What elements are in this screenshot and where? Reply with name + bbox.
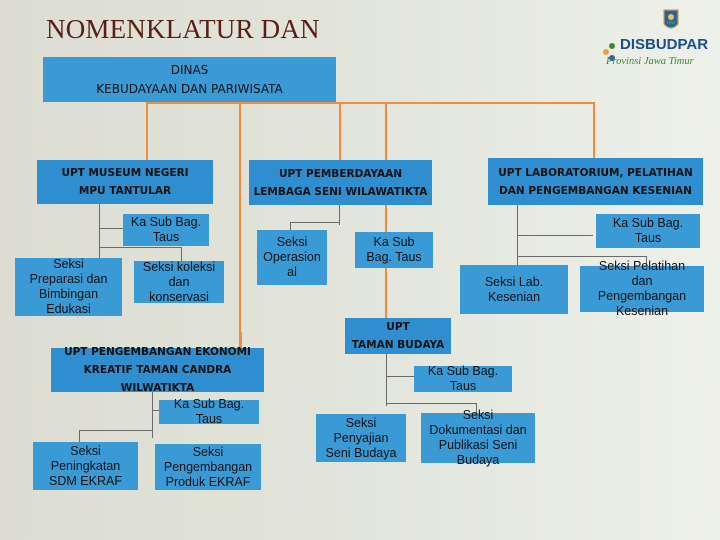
ekonomi-ka-sub-box: Ka Sub Bag. Taus	[159, 397, 259, 426]
connector-line	[152, 392, 153, 438]
flower-icon	[603, 43, 615, 61]
taman-seksi-dokumentasi-box: Seksi Dokumentasi dan Publikasi Seni Bud…	[421, 408, 535, 467]
connector-line	[290, 222, 340, 223]
laboratorium-seksi-pelatihan-box: Seksi Pelatihan dan Pengembangan Kesenia…	[580, 259, 704, 318]
disbudpar-logo: DISBUDPAR Provinsi Jawa Timur	[598, 6, 714, 70]
laboratorium-ka-sub-box: Ka Sub Bag. Taus	[596, 214, 700, 248]
connector-line	[239, 332, 242, 348]
connector-line	[99, 247, 181, 248]
pemberdayaan-seksi-operasional-box: Seksi Operasion al	[257, 230, 327, 285]
connector-line	[99, 204, 100, 258]
connector-line	[79, 430, 153, 431]
connector-line	[181, 247, 182, 261]
connector-line	[146, 102, 148, 160]
connector-line	[386, 376, 414, 377]
connector-line	[476, 403, 477, 413]
connector-line	[385, 102, 387, 318]
connector-line	[339, 205, 340, 225]
connector-line	[290, 222, 291, 230]
connector-line	[593, 102, 595, 160]
upt-museum-box: UPT MUSEUM NEGERI MPU TANTULAR	[37, 160, 213, 204]
connector-line	[99, 228, 123, 229]
root-dinas-box: DINAS KEBUDAYAAN DAN PARIWISATA	[43, 57, 336, 102]
connector-line	[146, 102, 594, 104]
logo-subtitle: Provinsi Jawa Timur	[605, 56, 695, 67]
connector-line	[339, 102, 341, 160]
connector-line	[386, 403, 476, 404]
museum-seksi-preparasi-box: Seksi Preparasi dan Bimbingan Edukasi	[15, 257, 122, 316]
connector-line	[517, 256, 646, 257]
museum-seksi-koleksi-box: Seksi koleksi dan konservasi	[134, 260, 224, 304]
connector-line	[79, 430, 80, 442]
laboratorium-seksi-lab-box: Seksi Lab. Kesenian	[460, 265, 568, 314]
taman-ka-sub-box: Ka Sub Bag. Taus	[414, 364, 512, 393]
ekonomi-seksi-produk-box: Seksi Pengembangan Produk EKRAF	[155, 444, 261, 490]
upt-laboratorium-box: UPT LABORATORIUM, PELATIHAN DAN PENGEMBA…	[488, 158, 703, 205]
museum-ka-sub-box: Ka Sub Bag. Taus	[123, 214, 209, 246]
connector-line	[239, 102, 241, 334]
upt-taman-budaya-box: UPT TAMAN BUDAYA	[345, 318, 451, 354]
connector-line	[152, 410, 159, 411]
connector-line	[386, 354, 387, 406]
upt-pemberdayaan-box: UPT PEMBERDAYAAN LEMBAGA SENI WILAWATIKT…	[249, 160, 432, 205]
connector-line	[517, 235, 593, 236]
logo-brand: DISBUDPAR	[620, 36, 708, 53]
ekonomi-seksi-sdm-box: Seksi Peningkatan SDM EKRAF	[33, 442, 138, 490]
taman-seksi-penyajian-box: Seksi Penyajian Seni Budaya	[316, 414, 406, 462]
pemberdayaan-ka-sub-box: Ka Sub Bag. Taus	[355, 232, 433, 268]
upt-ekonomi-box: UPT PENGEMBANGAN EKONOMI KREATIF TAMAN C…	[51, 346, 264, 394]
connector-line	[646, 256, 647, 266]
provincial-emblem-icon	[663, 9, 679, 29]
